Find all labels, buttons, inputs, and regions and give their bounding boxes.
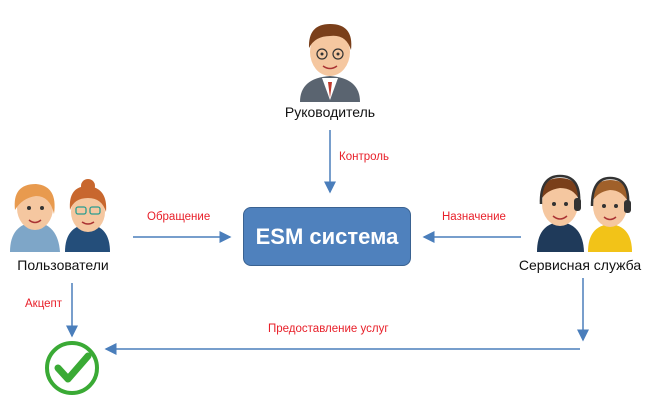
control-label: Контроль — [339, 151, 389, 163]
esm-system-box: ESM система — [243, 207, 411, 266]
users-label: Пользователи — [17, 257, 109, 273]
manager-label: Руководитель — [284, 104, 376, 120]
manager-avatar-icon — [300, 24, 360, 102]
users-avatar-icon — [10, 179, 110, 252]
service-desk-avatar-icon — [537, 174, 632, 252]
check-circle-icon — [45, 341, 99, 395]
request-label: Обращение — [147, 211, 211, 223]
service-label: Сервисная служба — [518, 257, 642, 273]
assignment-label: Назначение — [442, 211, 506, 223]
delivery-label: Предоставление услуг — [268, 323, 389, 335]
accept-label: Акцепт — [25, 298, 63, 310]
